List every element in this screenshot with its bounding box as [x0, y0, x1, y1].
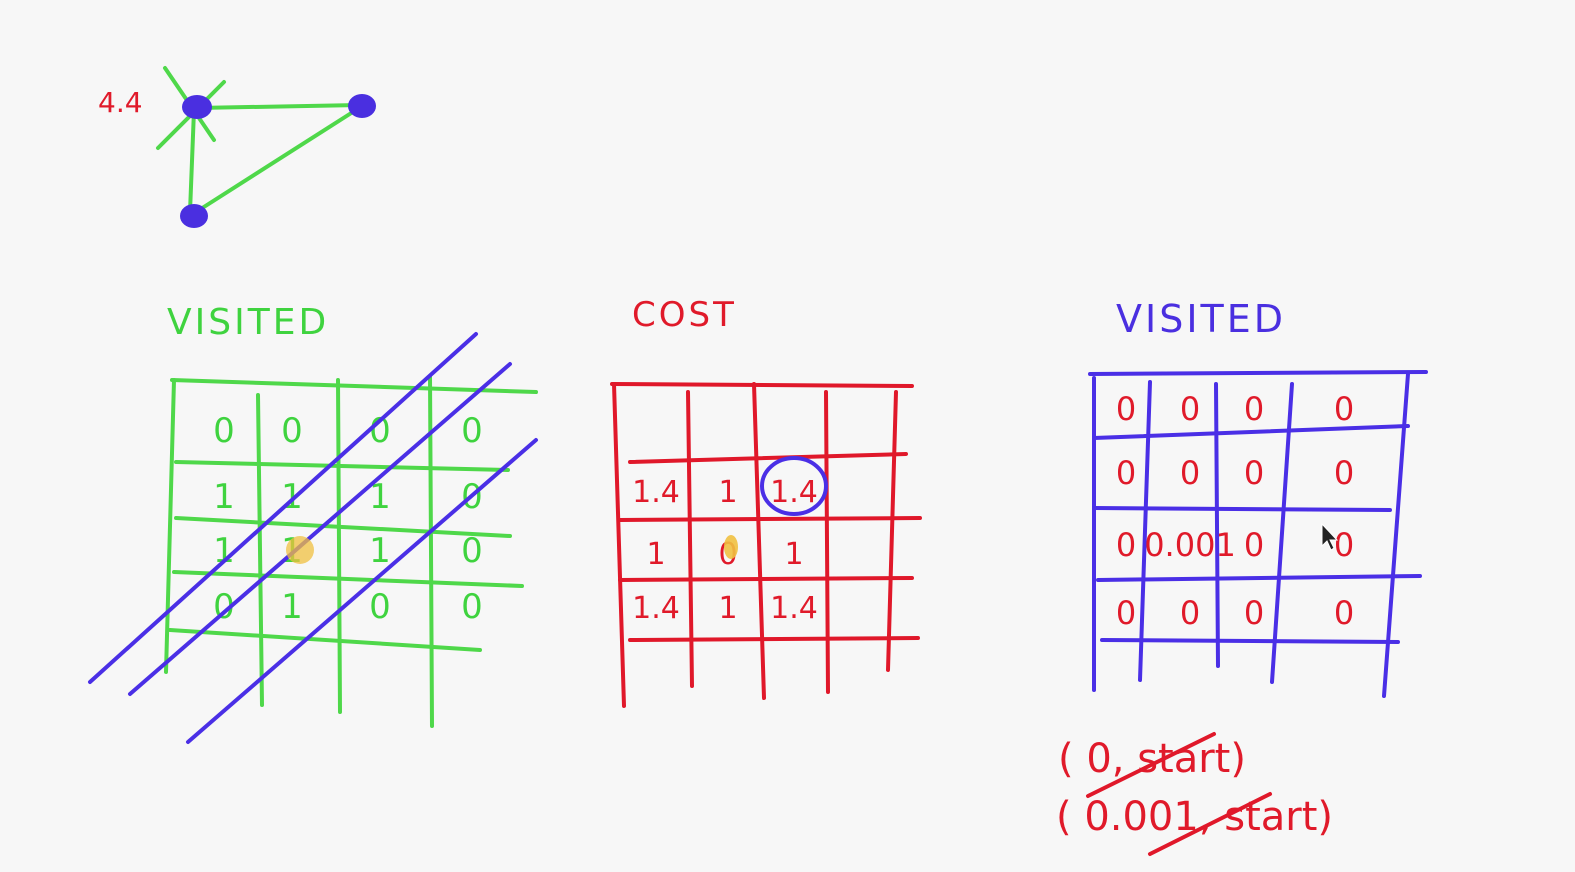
- grid-cell: 0: [1334, 390, 1354, 428]
- grid-cell: 0: [1244, 526, 1264, 564]
- grid-cell: 0: [1180, 594, 1200, 632]
- graph-node: [348, 94, 376, 118]
- note-line-1: ( 0, start): [1058, 736, 1246, 782]
- grid-cell: 1: [369, 477, 391, 517]
- grid-cell: 0: [281, 411, 303, 451]
- grid-cell: 1.4: [632, 591, 680, 626]
- grid-cell: 0: [1244, 594, 1264, 632]
- grid-cell: 1: [718, 475, 737, 510]
- graph-sketch: 4.4: [98, 66, 376, 228]
- grid-cell: 0: [461, 411, 483, 451]
- grid-lines: [1088, 370, 1428, 698]
- grid-cell: 0: [1116, 390, 1136, 428]
- grid-cell: 1: [784, 537, 803, 572]
- node-cost-label: 4.4: [98, 86, 143, 119]
- strike-through-mark: [1148, 792, 1272, 856]
- grid-cell: 0.001: [1144, 526, 1236, 564]
- cost-title: COST: [632, 295, 737, 335]
- grid-cell: 1: [718, 591, 737, 626]
- grid-cell: 1: [213, 477, 235, 517]
- grid-cell: 0: [1116, 526, 1136, 564]
- grid-cell: 0: [461, 587, 483, 627]
- visited-title-left: VISITED: [167, 302, 329, 343]
- grid-cell: 0: [1116, 454, 1136, 492]
- grid-cell: 1.4: [770, 475, 818, 510]
- grid-cell: 0: [1334, 526, 1354, 564]
- grid-cell: 1: [646, 537, 665, 572]
- graph-node: [180, 204, 208, 228]
- diagonal-strokes: [88, 332, 538, 744]
- grid-cell: 0: [213, 411, 235, 451]
- circled-cell-marker: [760, 456, 828, 516]
- strike-through-mark: [1086, 732, 1216, 798]
- grid-cell: 0: [1180, 390, 1200, 428]
- grid-cell: 0: [1244, 390, 1264, 428]
- cost-grid: COST 1.411.41011.411.4: [610, 295, 922, 708]
- grid-cell: 0: [369, 411, 391, 451]
- grid-cell: 0: [1116, 594, 1136, 632]
- graph-node: [182, 95, 212, 119]
- grid-cell: 0: [369, 587, 391, 627]
- grid-cell: 1: [281, 477, 303, 517]
- graph-edge: [194, 108, 358, 214]
- start-cell-marker: [724, 535, 738, 559]
- priority-queue-notes: ( 0, start) ( 0.001, start): [1056, 732, 1333, 856]
- grid-cell: 1.4: [632, 475, 680, 510]
- grid-cell: 1: [281, 587, 303, 627]
- visited-title-right: VISITED: [1116, 297, 1286, 341]
- grid-cell: 1.4: [770, 591, 818, 626]
- graph-edge: [194, 103, 362, 110]
- grid-cell: 1: [213, 531, 235, 571]
- grid-cell: 0: [1180, 454, 1200, 492]
- grid-cell: 0: [1334, 454, 1354, 492]
- grid-cell: 0: [1244, 454, 1264, 492]
- graph-edge: [188, 108, 196, 214]
- mouse-cursor-icon: [1321, 522, 1339, 551]
- grid-lines: [610, 382, 922, 708]
- grid-cell: 1: [369, 531, 391, 571]
- highlight-blob: [286, 536, 314, 564]
- grid-cell: 0: [1334, 594, 1354, 632]
- visited-grid-left: VISITED 0000111011100100: [88, 302, 538, 744]
- grid-cell: 0: [461, 531, 483, 571]
